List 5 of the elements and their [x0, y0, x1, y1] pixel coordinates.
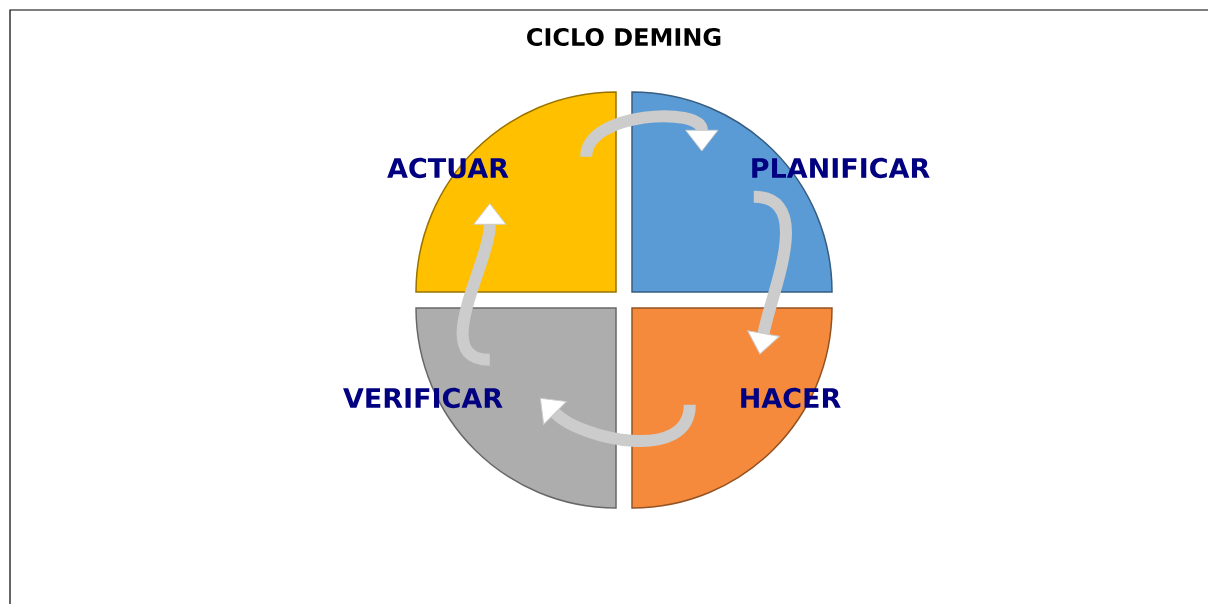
- curved-arrow: [580, 110, 719, 159]
- curved-arrow: [456, 203, 507, 366]
- title: CICLO DEMING: [527, 27, 721, 47]
- curved-arrow: [539, 397, 696, 447]
- curved-arrow: [747, 190, 792, 355]
